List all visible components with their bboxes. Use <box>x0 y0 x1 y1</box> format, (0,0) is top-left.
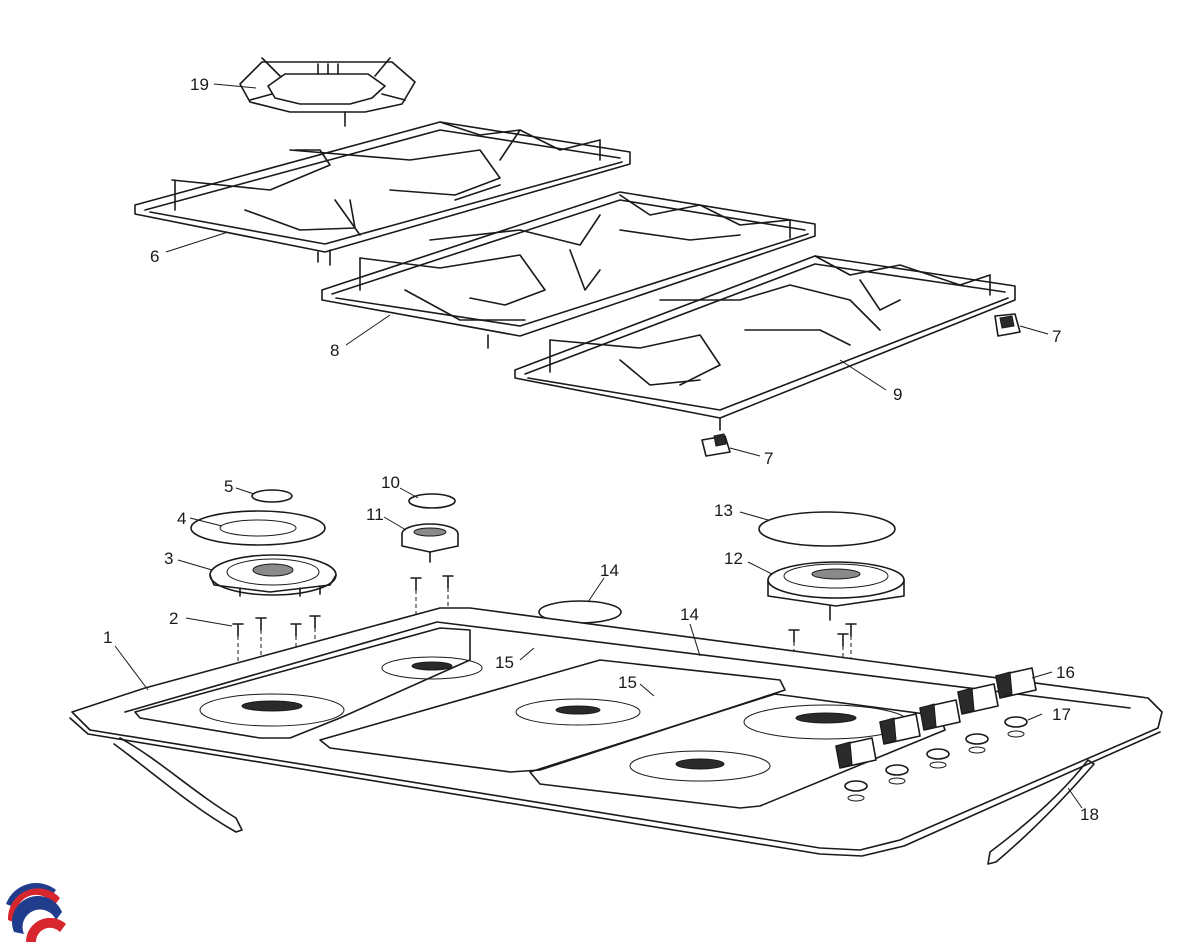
callout-7-upper: 7 <box>1052 327 1061 346</box>
callout-8: 8 <box>330 341 339 360</box>
callout-9: 9 <box>893 385 902 404</box>
burner-cap-small-left <box>251 489 293 503</box>
burner-cap-auxiliary <box>408 493 456 509</box>
wok-support-ring <box>239 57 416 127</box>
burner-head-triple-ring <box>767 561 905 621</box>
callout-2: 2 <box>169 609 178 628</box>
callout-3: 3 <box>164 549 173 568</box>
pan-support-right <box>514 255 1016 431</box>
burner-head-auxiliary <box>401 523 459 563</box>
burner-head-large <box>209 554 337 597</box>
cooktop-base-plate <box>69 607 1163 857</box>
callout-18: 18 <box>1080 805 1099 824</box>
brand-swirl-logo <box>2 882 70 950</box>
flame-spreader-ring <box>190 510 326 546</box>
callout-12: 12 <box>724 549 743 568</box>
callout-7-lower: 7 <box>764 449 773 468</box>
callout-14-upper: 14 <box>600 561 619 580</box>
callout-17: 17 <box>1052 705 1071 724</box>
grate-foot-clip-right <box>994 313 1021 337</box>
pan-support-center <box>321 191 816 349</box>
knob-bezels <box>844 716 1028 802</box>
callout-16: 16 <box>1056 663 1075 682</box>
edge-seals <box>113 737 1095 865</box>
callout-19: 19 <box>190 75 209 94</box>
callout-5: 5 <box>224 477 233 496</box>
callout-15-upper: 15 <box>495 653 514 672</box>
callout-10: 10 <box>381 473 400 492</box>
callout-13: 13 <box>714 501 733 520</box>
pan-support-left <box>134 121 631 266</box>
control-knobs <box>835 667 1037 769</box>
callout-1: 1 <box>103 628 112 647</box>
callout-6: 6 <box>150 247 159 266</box>
callout-15-lower: 15 <box>618 673 637 692</box>
grate-foot-clip-bottom <box>701 433 731 457</box>
leader-lines <box>114 83 1083 809</box>
burner-cap-large <box>758 511 896 547</box>
callout-4: 4 <box>177 509 186 528</box>
callout-14-lower: 14 <box>680 605 699 624</box>
callout-11: 11 <box>366 505 384 524</box>
